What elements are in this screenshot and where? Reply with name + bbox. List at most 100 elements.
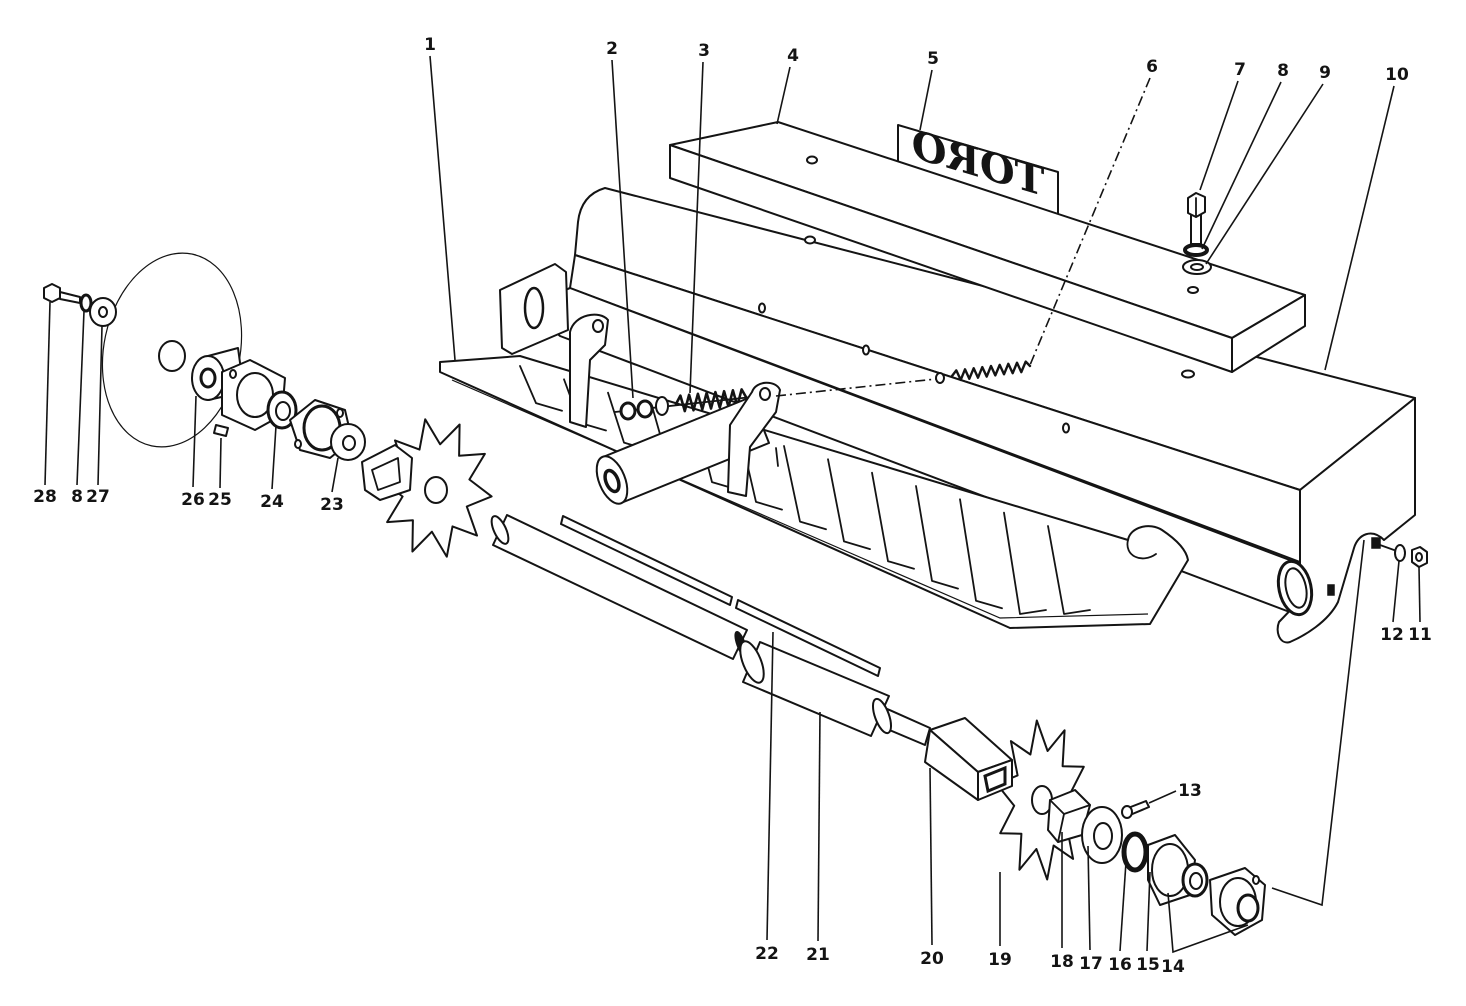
washer-27-hole: [98, 306, 108, 318]
leader-line-12: [1392, 560, 1400, 623]
end-plate-notch: [1327, 584, 1335, 596]
key-25: [213, 424, 229, 437]
bolt-28-shank: [59, 291, 81, 304]
tension-spring-assembly: [775, 360, 1032, 397]
callout-24: 24: [260, 492, 284, 512]
housing-15-boss: [1151, 843, 1189, 897]
leader-line-10: [1324, 85, 1395, 371]
cover-hole: [804, 235, 816, 245]
shaft-assembly: [490, 514, 1266, 936]
assembly-line: [1271, 539, 1365, 907]
end-stud-block: [1371, 537, 1381, 549]
roller-arm-right: [727, 381, 781, 497]
roller-bearing: [603, 468, 621, 494]
cover-housing: [499, 187, 1416, 644]
leader-line-14: [1167, 892, 1249, 954]
callout-15: 15: [1136, 955, 1160, 975]
cover-end-plate: [1276, 397, 1416, 644]
ring-16: [1121, 831, 1149, 873]
tube-21-end: [739, 640, 765, 684]
flange-bolt-hole: [294, 439, 302, 449]
coupler-20-socket: [983, 765, 1007, 794]
callout-17: 17: [1079, 954, 1103, 974]
callout-16: 16: [1108, 955, 1132, 975]
leader-line-11: [1418, 566, 1421, 623]
slab-end-face: [1231, 294, 1306, 373]
slab-hole: [806, 155, 818, 165]
leader-line-22: [766, 631, 774, 941]
end-nut-hole: [1415, 552, 1423, 562]
callout-21: 21: [806, 945, 830, 965]
callout-labels: 1 2 3 4 5 6 7 8 9 10 11 12 13 14 15 16 1…: [33, 35, 1432, 977]
callout-10: 10: [1385, 65, 1409, 85]
end-fasteners: [1371, 537, 1428, 568]
callout-8-left: 8: [71, 487, 83, 507]
callout-27: 27: [86, 487, 110, 507]
leader-line-27: [97, 325, 103, 486]
screw-13-head: [1121, 805, 1133, 819]
lock-washer: [1183, 243, 1209, 257]
end-stud: [1379, 544, 1395, 551]
callout-23: 23: [320, 495, 344, 515]
leader-line-16: [1119, 861, 1127, 952]
callout-25: 25: [208, 490, 232, 510]
flat-washer-hole: [1190, 263, 1204, 271]
comb-outline: [439, 355, 1189, 629]
leader-line-15: [1146, 871, 1151, 952]
arm-right-hole: [759, 387, 771, 401]
shaft-left-end: [490, 515, 510, 545]
callout-22: 22: [755, 944, 779, 964]
flange-14-outlet: [1236, 893, 1260, 923]
leader-line-7: [1199, 80, 1239, 191]
jam-nut: [636, 399, 654, 419]
leader-line-13: [1148, 790, 1177, 804]
callout-12: 12: [1380, 625, 1404, 645]
washer-17-hole: [1093, 822, 1113, 850]
tube-21-body: [742, 641, 890, 737]
cover-hole: [758, 302, 766, 314]
leader-line-5: [919, 69, 933, 131]
callout-2: 2: [606, 39, 618, 59]
callout-9: 9: [1319, 63, 1331, 83]
key-bar-22-a: [560, 515, 733, 606]
front-roller: [595, 396, 770, 505]
callout-8: 8: [1277, 61, 1289, 81]
hub-26-bore: [199, 367, 217, 389]
leader-line-28: [44, 301, 51, 486]
spring-eye: [935, 372, 945, 384]
coupler-left-notch: [371, 457, 401, 491]
flange-14-bolt-hole: [1252, 875, 1260, 885]
spring-3-coils: [674, 388, 748, 413]
bolt-28-head: [43, 283, 61, 303]
slab-bolt-hole: [1187, 286, 1199, 294]
callout-20: 20: [920, 949, 944, 969]
leader-line-20: [929, 767, 933, 946]
cover-hole: [1062, 422, 1070, 434]
shaft-collar: [871, 697, 893, 735]
coupler-left: [361, 444, 413, 501]
flat-washer: [655, 396, 669, 416]
housing-bolt-hole: [229, 369, 237, 379]
callout-14: 14: [1161, 957, 1185, 977]
callout-4: 4: [787, 46, 799, 66]
adjusting-rod-assembly: [614, 388, 771, 421]
washer-8-left: [79, 293, 93, 313]
callout-19: 19: [988, 950, 1012, 970]
jam-nut: [619, 401, 637, 421]
leader-line-24: [271, 425, 277, 490]
callout-6: 6: [1146, 57, 1158, 77]
leader-line-4: [776, 66, 791, 125]
callout-3: 3: [698, 41, 710, 61]
callout-leaders: [44, 55, 1421, 954]
leader-line-2: [611, 59, 634, 399]
top-slab: [669, 121, 1306, 373]
comb-curl: [1126, 539, 1157, 560]
callout-18: 18: [1050, 952, 1074, 972]
disc-center-hole: [158, 340, 186, 372]
washer-23-hole: [342, 435, 356, 451]
leader-line-3: [689, 61, 704, 394]
leader-line-8-left: [76, 310, 85, 486]
callout-26: 26: [181, 490, 205, 510]
cover-hole: [862, 344, 870, 356]
bearing-14-bore: [1189, 872, 1203, 890]
